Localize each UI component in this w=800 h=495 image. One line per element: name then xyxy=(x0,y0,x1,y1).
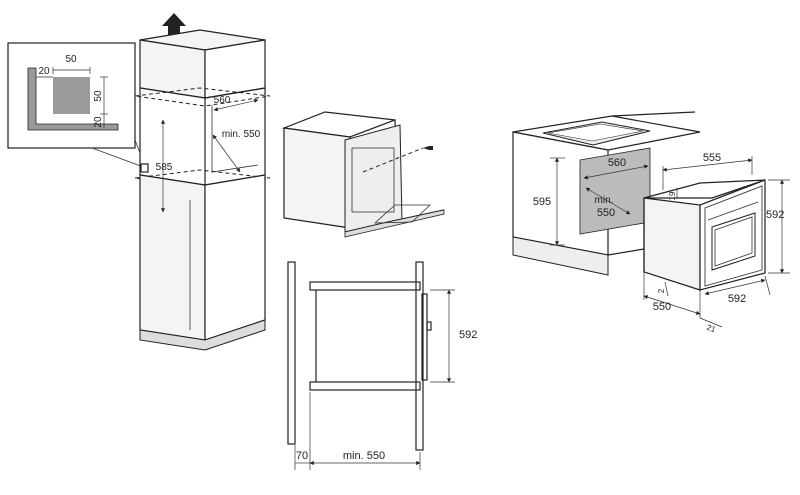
section-dim-gap: 70 xyxy=(296,450,308,462)
base-dim-depth-line1: min. xyxy=(595,195,614,206)
base-cabinet: 560 min. 550 595 xyxy=(512,111,701,276)
tall-dim-width: 560 xyxy=(214,95,231,106)
oven-dim-depth-top: 555 xyxy=(703,152,721,164)
tall-dim-depth: min. 550 xyxy=(222,129,261,140)
side-section: 592 70 min. 550 xyxy=(287,261,477,470)
screw-icon xyxy=(423,146,433,150)
detail-dim-right: 50 xyxy=(93,90,104,102)
detail-dim-bottom: 20 xyxy=(93,116,104,128)
air-exhaust-arrow-icon xyxy=(162,13,186,35)
base-dim-width: 560 xyxy=(608,157,626,169)
oven-dim-small-b: 2 xyxy=(657,288,666,293)
section-dim-height: 592 xyxy=(459,329,477,341)
detail-callout: 50 20 50 20 xyxy=(7,42,147,169)
oven-dim-width: 592 xyxy=(728,293,746,305)
oven-inserting xyxy=(281,111,445,238)
oven-dim-small-c: 21 xyxy=(705,323,717,335)
oven-unit: 555 19 592 2 550 592 21 xyxy=(643,152,790,335)
detail-dim-top: 50 xyxy=(65,54,77,65)
base-dim-height: 595 xyxy=(533,196,551,208)
oven-dim-small-a: 19 xyxy=(668,191,677,200)
tall-dim-height: 585 xyxy=(156,162,173,173)
tall-cabinet: 560 min. 550 585 xyxy=(134,13,271,351)
base-dim-depth-line2: 550 xyxy=(597,207,615,219)
oven-dim-height: 592 xyxy=(766,209,784,221)
detail-dim-left: 20 xyxy=(38,66,50,77)
oven-dim-depth: 550 xyxy=(653,301,671,313)
section-dim-depth: min. 550 xyxy=(343,450,385,462)
vent-cutout-square xyxy=(53,77,90,114)
